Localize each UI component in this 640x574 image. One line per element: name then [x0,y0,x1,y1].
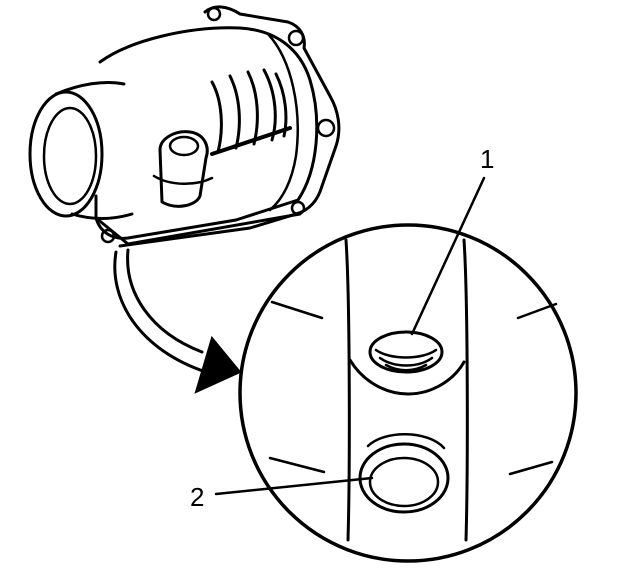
parting-line-right-bottom [508,460,554,476]
arrow-shaft-outer [126,248,204,354]
casting-wall-right [462,238,469,542]
plain-hole-top-arc [366,433,446,450]
housing-rib-2 [228,74,241,150]
callout-1-leader [410,176,486,336]
threaded-hole [368,330,444,374]
detail-circle [238,223,578,563]
threaded-hole-rim [368,330,444,374]
boss-shoulder [348,358,466,396]
detail-view [238,223,578,563]
arrow-head [194,335,242,394]
parting-line-left-bottom [268,456,326,474]
plain-hole [358,433,450,514]
output-neck-outer [28,90,104,218]
plain-hole-inner [368,456,440,508]
callout-2-leader [214,476,374,496]
housing-rib-4 [262,68,277,142]
arrow-shaft [113,250,208,374]
housing-seam [266,32,299,212]
flange-bolt-right-upper [287,29,305,47]
output-neck-top-edge [54,80,126,96]
thread-line-1 [374,348,438,359]
thread-line-3 [384,363,428,372]
housing-rib-5 [274,72,288,138]
side-boss-hole [168,135,200,157]
output-neck-bottom-edge [70,212,134,220]
callout-2: 2 [190,476,374,512]
casting-wall-left [344,238,351,542]
direction-arrow [113,248,242,394]
housing-flange [118,5,341,248]
housing-rib-3 [246,70,259,146]
housing-rib-1 [210,80,223,154]
callout-1: 1 [410,144,494,336]
parting-line-right-top [516,302,558,320]
output-neck-inner [42,106,98,206]
housing-lower-edge [94,212,302,246]
callout-1-label: 1 [480,144,494,174]
side-boss-band [152,174,214,185]
housing-rib-base [210,126,292,156]
flange-bolt-top [206,6,222,22]
flange-bolt-right-mid [316,118,336,138]
callout-2-label: 2 [190,482,204,512]
transmission-housing [28,5,341,248]
thread-line-2 [378,356,434,367]
parting-line-left-top [270,300,324,320]
side-boss [158,130,209,208]
